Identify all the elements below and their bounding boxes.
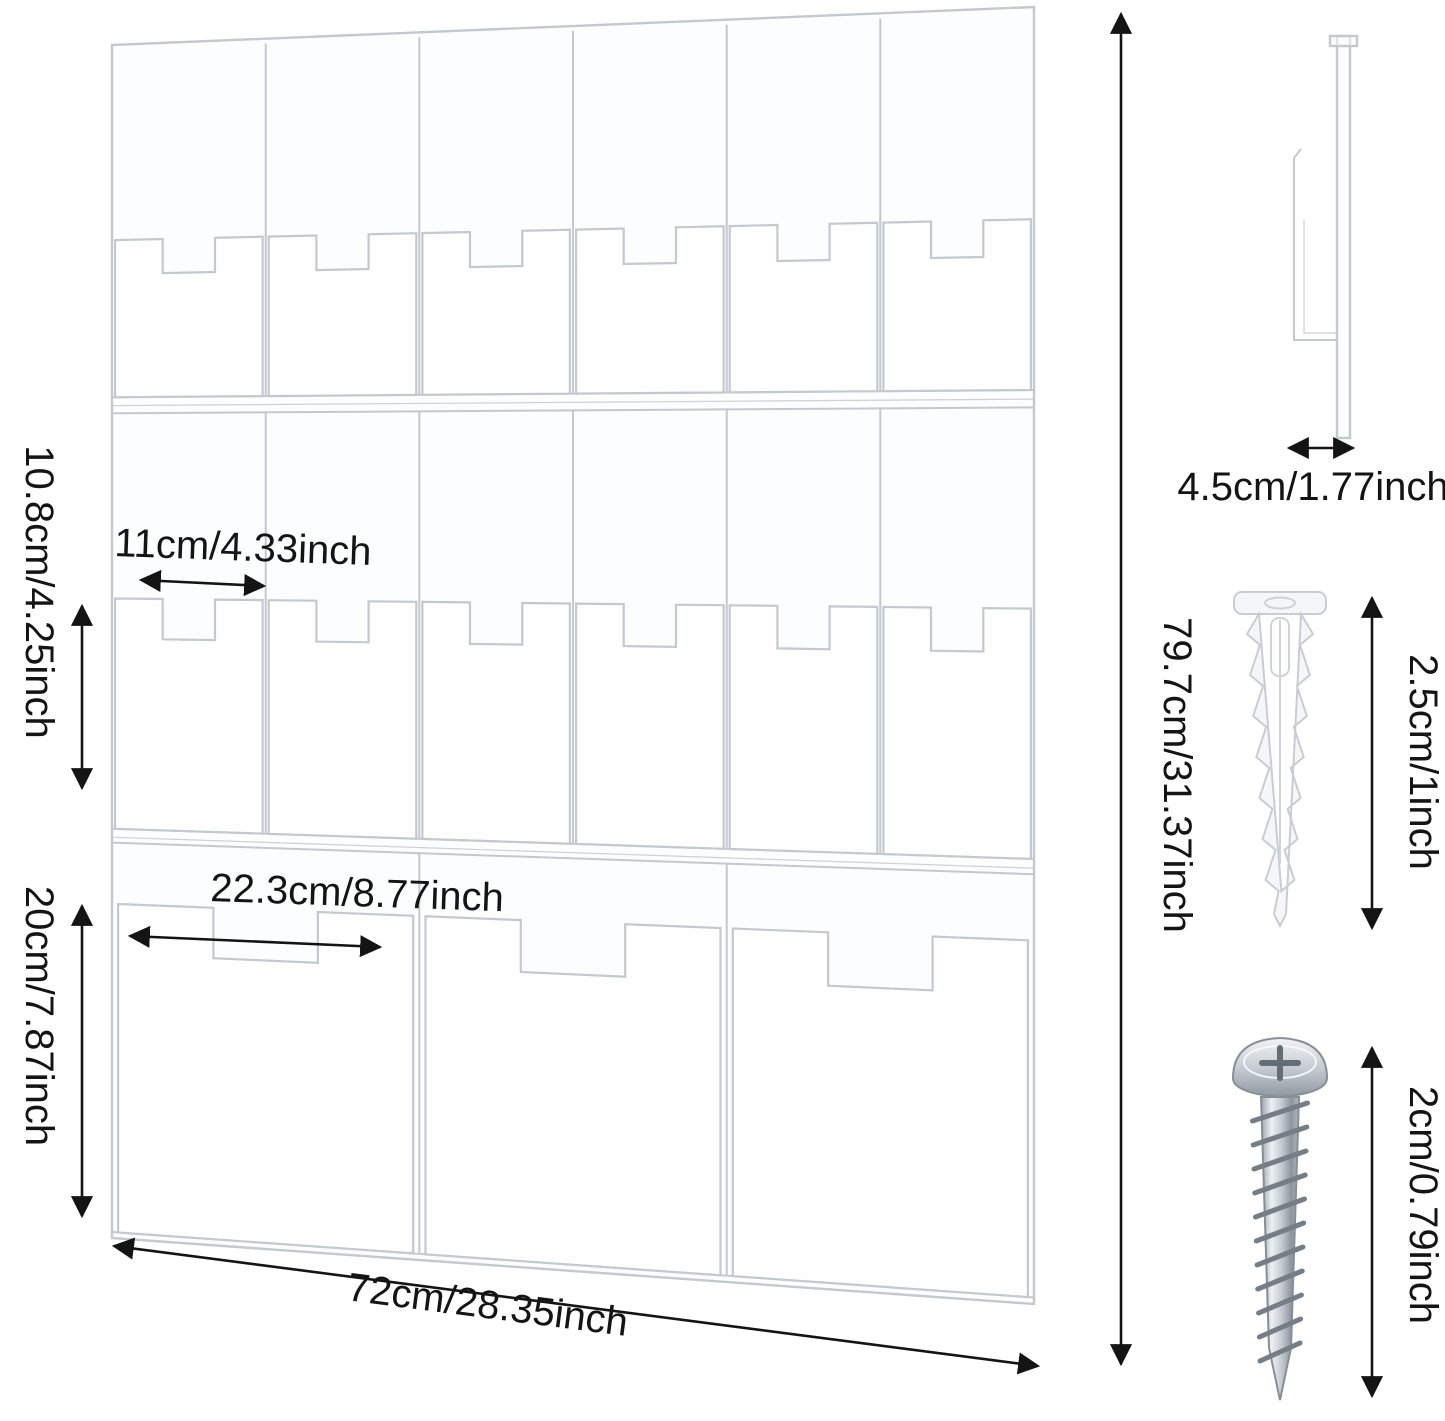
screw-thread: [1253, 1196, 1307, 1220]
label-side-depth: 4.5cm/1.77inch: [1177, 465, 1445, 509]
pocket-front-panel: [267, 599, 418, 840]
label-screw-length: 2cm/0.79inch: [1401, 1086, 1445, 1324]
label-pocket-width-small: 11cm/4.33inch: [114, 521, 373, 574]
side-pocket-profile: [1293, 158, 1337, 341]
pocket-front-panel: [421, 600, 571, 845]
screw-thread: [1250, 1100, 1310, 1124]
arrow-pocket-width-small: [138, 569, 267, 597]
arrow-pocket-width-large: [127, 925, 383, 958]
pocket-front-panel: [575, 602, 725, 850]
screw-thread: [1256, 1292, 1304, 1316]
screw-thread: [1250, 1124, 1310, 1148]
row-top-edge: [111, 841, 1035, 876]
pocket-front-panel: [114, 597, 264, 835]
anchor-ribbed-body: [1245, 610, 1315, 929]
screw-thread: [1257, 1340, 1303, 1364]
pocket-front-panel: [424, 915, 722, 1277]
side-pocket-inner-wall: [1303, 220, 1337, 334]
label-pocket-width-large: 22.3cm/8.77inch: [210, 866, 505, 920]
pocket-front-panel: [117, 902, 415, 1255]
screw-thread: [1254, 1244, 1306, 1268]
mounting-screw: [1231, 1036, 1329, 1401]
label-pocket-height-large: 20cm/7.87inch: [17, 886, 61, 1146]
row-shelf-thickness: [111, 398, 1035, 407]
arrow-overall-width: [111, 1237, 1041, 1375]
anchor-hole: [1264, 596, 1296, 610]
pocket-front-panel: [114, 235, 264, 399]
pocket-front-panel: [731, 927, 1029, 1299]
label-overall-width: 72cm/28.35inch: [345, 1265, 631, 1345]
anchor-collar: [1233, 591, 1327, 615]
screw-thread: [1252, 1172, 1308, 1196]
side-back-panel: [1335, 34, 1352, 440]
screw-thread: [1256, 1316, 1304, 1340]
dimension-arrows: [70, 11, 1384, 1399]
screw-thread: [1251, 1148, 1309, 1172]
phillips-drive-icon: [1259, 1045, 1301, 1081]
pocket-front-panel: [728, 221, 879, 394]
side-top-tab: [1328, 34, 1359, 48]
pocket-front-panel: [882, 605, 1032, 861]
pocket-front-panel: [421, 228, 571, 396]
screw-thread: [1255, 1268, 1305, 1292]
pocket-front-panel: [575, 225, 725, 395]
pocket-front-panel: [267, 232, 418, 398]
dimension-labels: 11cm/4.33inch 10.8cm/4.25inch 22.3cm/8.7…: [17, 445, 1445, 1345]
side-profile-view: [1293, 34, 1359, 440]
row-shelf-edge: [111, 827, 1035, 860]
screw-thread: [1253, 1220, 1307, 1244]
brochure-rack-front-view: [110, 5, 1036, 1306]
pocket-front-panel: [882, 218, 1032, 393]
label-pocket-height-small: 10.8cm/4.25inch: [17, 445, 61, 739]
pocket-front-panel: [728, 604, 879, 855]
row-shelf-thickness: [111, 836, 1035, 869]
label-overall-height: 79.7cm/31.37inch: [1155, 617, 1199, 933]
drywall-anchor: [1233, 591, 1327, 929]
side-pocket-lip: [1293, 148, 1302, 159]
label-anchor-length: 2.5cm/1inch: [1401, 654, 1445, 870]
anchor-slot: [1270, 617, 1290, 677]
